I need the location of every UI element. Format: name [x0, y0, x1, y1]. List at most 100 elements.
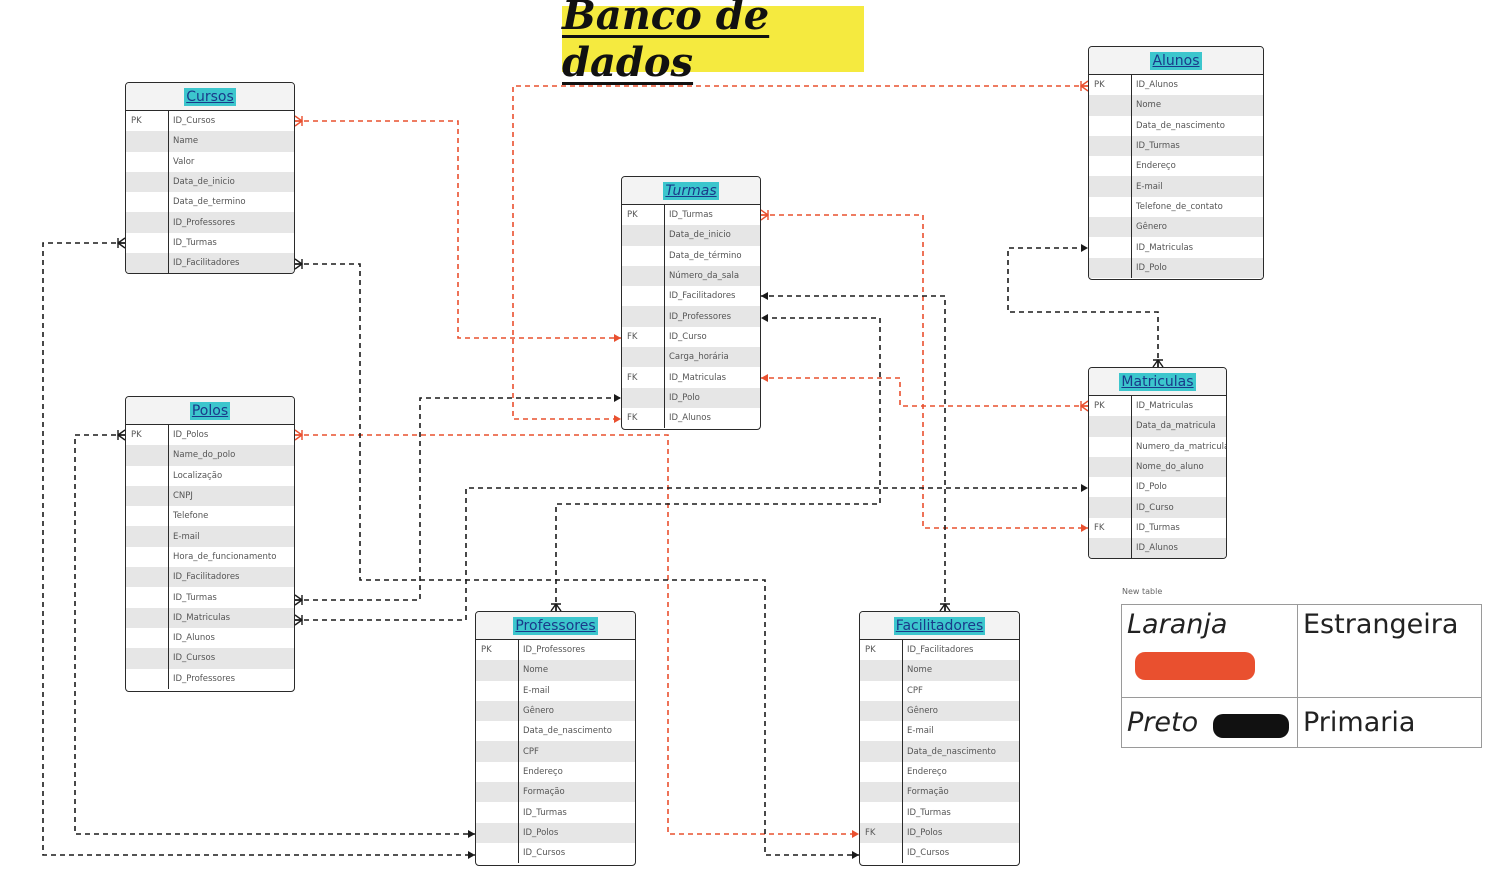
entity-row[interactable]: ID_Polo: [1089, 257, 1263, 278]
column-divider: [1131, 396, 1132, 558]
entity-row[interactable]: Formação: [860, 782, 1019, 803]
entity-row[interactable]: ID_Cursos: [476, 843, 635, 863]
entity-row[interactable]: Data_de_nascimento: [476, 721, 635, 741]
entity-row[interactable]: Data_de_inicio: [622, 225, 760, 246]
crows-foot-icon: [294, 258, 304, 270]
relationship-line: [761, 377, 1088, 407]
entity-header: Turmas: [622, 177, 760, 205]
entity-row[interactable]: Nome: [476, 660, 635, 681]
entity-row[interactable]: ID_Cursos: [860, 843, 1019, 863]
entity-row[interactable]: Data_de_termino: [126, 192, 294, 212]
entity-row[interactable]: ID_Alunos: [126, 628, 294, 648]
key-badge: FK: [627, 331, 638, 342]
entity-row[interactable]: Numero_da_matricula: [1089, 437, 1226, 457]
entity-row[interactable]: ID_Facilitadores: [622, 286, 760, 306]
entity-row[interactable]: Data_de_nascimento: [1089, 116, 1263, 136]
entity-row[interactable]: CNPJ: [126, 485, 294, 507]
entity-row[interactable]: Endereço: [860, 762, 1019, 782]
entity-row[interactable]: Hora_de_funcionamento: [126, 547, 294, 567]
field-name: ID_Matriculas: [1136, 242, 1194, 253]
entity-row[interactable]: Data_de_nascimento: [860, 741, 1019, 762]
entity-row[interactable]: ID_Polo: [622, 387, 760, 408]
field-name: ID_Turmas: [1136, 141, 1180, 152]
entity-row[interactable]: ID_Turmas: [860, 802, 1019, 822]
entity-row[interactable]: E-mail: [476, 681, 635, 701]
entity-row[interactable]: ID_Alunos: [1089, 538, 1226, 558]
entity-row[interactable]: ID_Facilitadores: [126, 567, 294, 588]
entity-row[interactable]: ID_Matriculas: [126, 607, 294, 628]
entity-row[interactable]: Data_de_inicio: [126, 171, 294, 193]
entity-row[interactable]: Localização: [126, 466, 294, 486]
key-badge: FK: [865, 827, 876, 838]
entity-row[interactable]: Gênero: [476, 700, 635, 722]
field-name: Data_de_termino: [173, 197, 246, 208]
entity-row[interactable]: Carga_horária: [622, 347, 760, 368]
arrowhead-icon: [852, 851, 859, 859]
entity-row[interactable]: ID_Facilitadores: [126, 253, 294, 273]
legend-cell-type: Estrangeira: [1297, 604, 1482, 698]
entity-row[interactable]: Data_de_término: [622, 246, 760, 266]
field-name: Valor: [173, 156, 195, 167]
entity-row[interactable]: ID_Professores: [622, 306, 760, 327]
entity-row[interactable]: ID_Turmas: [476, 802, 635, 822]
entity-row[interactable]: E-mail: [126, 526, 294, 547]
entity-row[interactable]: Nome: [860, 660, 1019, 681]
entity-row[interactable]: ID_Professores: [126, 669, 294, 689]
entity-row[interactable]: Valor: [126, 152, 294, 172]
entity-row[interactable]: Endereço: [1089, 156, 1263, 176]
crows-foot-icon: [294, 614, 304, 626]
field-name: ID_Professores: [523, 645, 586, 656]
entity-row[interactable]: Telefone: [126, 506, 294, 526]
entity-row[interactable]: Name_do_polo: [126, 445, 294, 466]
entity-row[interactable]: Nome_do_aluno: [1089, 456, 1226, 478]
entity-row[interactable]: ID_Polos: [476, 822, 635, 843]
entity-row[interactable]: Telefone_de_contato: [1089, 197, 1263, 217]
entity-row[interactable]: Gênero: [860, 700, 1019, 722]
arrowhead-icon: [468, 851, 475, 859]
entity-row[interactable]: CPF: [860, 681, 1019, 701]
entity-row[interactable]: Nome: [1089, 95, 1263, 116]
entity-row[interactable]: ID_Turmas: [126, 587, 294, 607]
field-name: Data_de_nascimento: [907, 746, 996, 757]
entity-row[interactable]: ID_Cursos: [126, 648, 294, 669]
entity-row[interactable]: CPF: [476, 741, 635, 762]
entity-row[interactable]: ID_Professores: [126, 212, 294, 233]
entity-row[interactable]: E-mail: [860, 721, 1019, 741]
key-badge: PK: [131, 116, 142, 127]
entity-row[interactable]: Número_da_sala: [622, 265, 760, 287]
entity-row[interactable]: Name: [126, 131, 294, 152]
legend-row-primary: Preto Primaria: [1121, 697, 1482, 748]
entity-row[interactable]: Gênero: [1089, 217, 1263, 238]
entity-row[interactable]: ID_Turmas: [1089, 135, 1263, 157]
entity-row[interactable]: E-mail: [1089, 176, 1263, 197]
entity-row[interactable]: Formação: [476, 782, 635, 803]
entity-row[interactable]: ID_Curso: [1089, 497, 1226, 518]
entity-row[interactable]: ID_Matriculas: [1089, 237, 1263, 257]
crows-foot-icon: [116, 429, 126, 441]
entity-row[interactable]: ID_Polo: [1089, 477, 1226, 497]
field-name: Carga_horária: [669, 352, 729, 363]
entity-row[interactable]: Endereço: [476, 762, 635, 782]
entity-row[interactable]: Data_da_matricula: [1089, 416, 1226, 437]
entity-row[interactable]: ID_Turmas: [126, 233, 294, 253]
